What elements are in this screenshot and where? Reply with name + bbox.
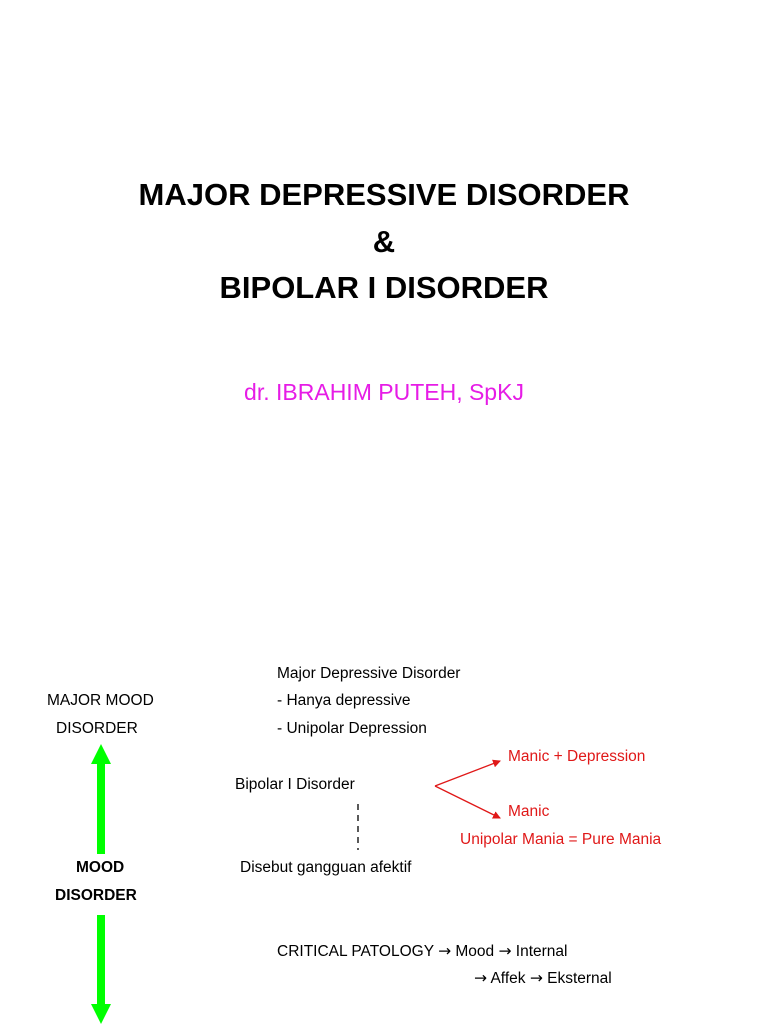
major-mood-line-2: DISORDER [56,720,138,737]
critical-eksternal: Eksternal [547,970,612,987]
mood-line-1: MOOD [76,859,125,876]
red-arrow-down [434,785,501,819]
critical-line-1: CRITICAL PATOLOGY → Mood → Internal [277,941,568,962]
arrow-right-icon: → [474,969,487,987]
bipolar-label: Bipolar I Disorder [235,776,355,793]
arrow-right-icon: → [529,969,543,987]
title-ampersand: & [372,224,396,259]
arrow-right-icon: → [498,942,512,960]
mood-disorder-slide: MAJOR MOOD DISORDER MOOD DISORDER Major … [0,512,768,1024]
critical-mood: Mood [455,943,495,960]
author-name: dr. IBRAHIM PUTEH, SpKJ [244,379,524,405]
critical-label: CRITICAL PATOLOGY [277,943,434,960]
mood-line-2: DISORDER [55,887,137,904]
branch-manic: Manic [508,803,550,820]
diagram-graphics [91,744,501,1024]
title-line-1: MAJOR DEPRESSIVE DISORDER [138,177,630,212]
title-line-3: BIPOLAR I DISORDER [219,270,549,305]
green-up-arrow [91,744,111,854]
mdd-item-1: - Hanya depressive [277,692,411,709]
afektif-text: Disebut gangguan afektif [240,859,412,876]
mdd-heading: Major Depressive Disorder [277,665,461,682]
unipolar-mania: Unipolar Mania = Pure Mania [460,831,662,848]
major-mood-line-1: MAJOR MOOD [47,692,154,709]
arrow-right-icon: → [438,942,452,960]
critical-internal: Internal [515,943,568,960]
red-arrow-up [434,759,501,787]
mdd-item-2: - Unipolar Depression [277,720,427,737]
green-down-arrow [91,915,111,1024]
title-slide: MAJOR DEPRESSIVE DISORDER & BIPOLAR I DI… [138,177,630,405]
critical-line-2: → Affek → Eksternal [474,968,612,989]
branch-manic-depression: Manic + Depression [508,748,646,765]
critical-affek: Affek [490,970,526,987]
